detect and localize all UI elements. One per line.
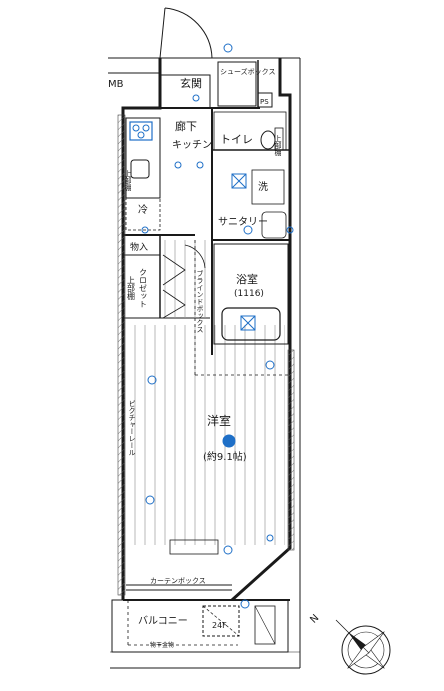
western-room-floor <box>130 325 285 545</box>
compass-n-label: N <box>308 613 321 626</box>
mb-label: MB <box>108 79 124 90</box>
sink-icon <box>130 159 150 179</box>
western-size-label: (約9.1帖) <box>203 450 247 463</box>
balcony-area <box>111 599 289 653</box>
entrance-label: 玄関 <box>180 76 202 90</box>
column-left <box>117 114 126 596</box>
ps-label: PS <box>260 98 269 106</box>
upper-shelf-label: 上部棚 <box>127 276 136 301</box>
compass-rose <box>335 619 391 675</box>
balcony-label: バルコニー <box>138 615 188 627</box>
laundry-label: 洗 <box>258 181 268 193</box>
stove-icon <box>129 121 153 141</box>
upper-shelf-label-2: 上部棚 <box>124 169 132 192</box>
picture-rail-label: ピクチャーレール <box>128 400 136 456</box>
corridor-label: 廊下 <box>175 119 197 133</box>
toilet-room <box>213 111 287 151</box>
storage-label: 物入 <box>130 241 148 253</box>
western-room-label: 洋室 <box>207 413 231 428</box>
bath-room <box>213 243 289 345</box>
blind-box-label: ブラインドボックス <box>196 269 204 333</box>
column-right <box>287 349 295 551</box>
sanitary-label: サニタリー <box>218 216 268 228</box>
fridge-label: 冷 <box>138 203 148 216</box>
electrical-symbols <box>141 43 294 609</box>
washer-space <box>251 169 285 205</box>
bathtub <box>221 307 281 341</box>
closet-doors <box>162 244 206 319</box>
dashed-guides <box>127 240 290 646</box>
closet-label: クロゼット <box>139 268 148 308</box>
upper-shelf-label-3: 上部棚 <box>274 134 282 157</box>
outdoor-unit-label: 24F <box>212 621 227 630</box>
ps-box <box>257 92 273 108</box>
bath-label: 浴室 <box>236 272 258 286</box>
fridge-space <box>125 197 161 231</box>
entrance-area <box>159 74 211 109</box>
bottom-window <box>126 539 232 591</box>
balcony-storage <box>254 605 276 645</box>
balcony-note-label: 物干金物 <box>150 641 174 649</box>
toilet-icon <box>260 130 276 150</box>
bath-size-label: (1116) <box>234 289 264 299</box>
outdoor-unit <box>202 605 240 637</box>
toilet-label: トイレ <box>220 133 253 146</box>
shoe-box <box>217 61 257 107</box>
entrance-door <box>159 7 213 59</box>
curtain-box-label: カーテンボックス <box>150 577 206 585</box>
washbasin <box>261 211 287 239</box>
kitchen-label: キッチン <box>172 139 212 151</box>
shoe-box-label: シューズボックス <box>220 67 275 76</box>
